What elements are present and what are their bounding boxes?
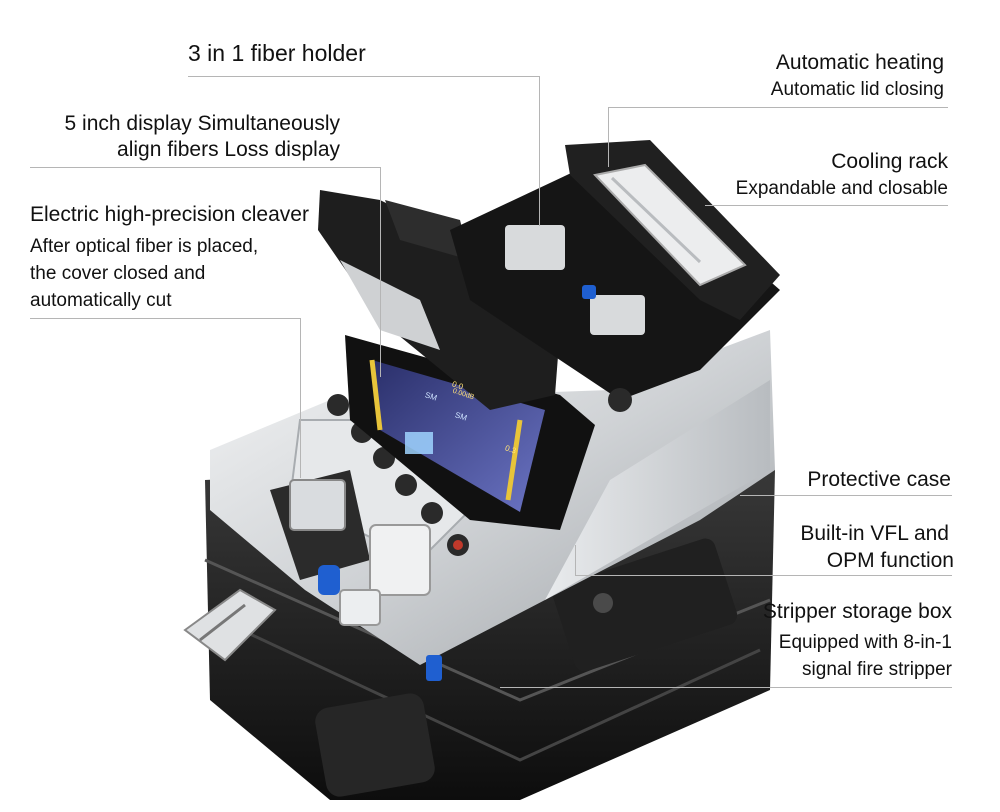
leader-line xyxy=(30,318,301,319)
leader-line xyxy=(188,76,540,77)
callout-cleaver-line3: automatically cut xyxy=(30,290,172,311)
callout-display-line2: align fibers Loss display xyxy=(117,138,340,161)
callout-heating-line2: Automatic lid closing xyxy=(770,79,944,100)
callout-stripper-line2: Equipped with 8-in-1 xyxy=(778,632,952,653)
callout-cooling-line2: Expandable and closable xyxy=(735,178,948,199)
callout-display-line1: 5 inch display Simultaneously xyxy=(64,112,340,135)
leader-line xyxy=(740,495,952,496)
leader-line xyxy=(705,205,948,206)
leader-line xyxy=(608,107,609,167)
fiber-holder-stage xyxy=(450,150,780,412)
callout-fiber-holder: 3 in 1 fiber holder xyxy=(188,40,366,66)
leader-line xyxy=(380,167,381,377)
callout-cleaver-title: Electric high-precision cleaver xyxy=(30,203,309,226)
control-buttons xyxy=(327,394,469,556)
clamp-handle xyxy=(183,588,277,662)
heater-cooling-rack xyxy=(565,140,780,320)
leader-line xyxy=(300,318,301,478)
callout-protective-case: Protective case xyxy=(807,468,951,491)
leader-line xyxy=(608,107,948,108)
callout-stripper-line1: Stripper storage box xyxy=(762,600,952,623)
leader-line xyxy=(575,545,576,575)
callout-heating-line1: Automatic heating xyxy=(775,51,944,74)
leader-line xyxy=(30,167,381,168)
callout-cooling-line1: Cooling rack xyxy=(831,150,948,173)
cleaver-module xyxy=(270,470,442,681)
callout-cleaver-line1: After optical fiber is placed, xyxy=(30,236,259,257)
callout-vfl-line2: OPM function xyxy=(826,549,954,572)
callout-cleaver-line2: the cover closed and xyxy=(30,263,206,284)
leader-line xyxy=(500,687,952,688)
leader-line xyxy=(575,575,952,576)
callout-stripper-line3: signal fire stripper xyxy=(802,659,952,680)
callout-vfl-line1: Built-in VFL and xyxy=(800,522,949,545)
wind-cover-lid xyxy=(318,190,560,410)
leader-line xyxy=(539,76,540,226)
